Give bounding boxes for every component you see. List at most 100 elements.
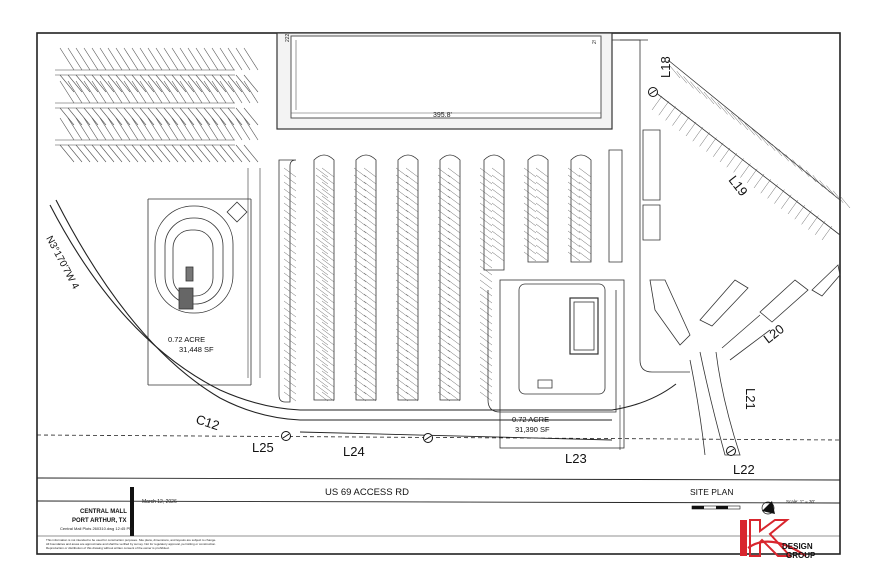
segment-label-l24: L24	[343, 444, 365, 459]
parking-stall-line	[99, 74, 115, 93]
parking-stall-line	[315, 300, 329, 311]
parking-stall-line	[395, 328, 409, 339]
parking-stall-line	[447, 363, 461, 374]
parking-stall-line	[395, 223, 409, 234]
parking-stall-line	[491, 251, 505, 262]
parking-stall-line	[59, 117, 75, 141]
parking-stall-line	[567, 174, 581, 185]
parking-stall-line	[437, 370, 451, 381]
parking-stall-line	[479, 230, 493, 241]
parking-stall-line	[283, 307, 297, 318]
parking-stall-line	[315, 258, 329, 269]
parking-stall-line	[697, 86, 708, 99]
parking-stall-line	[437, 223, 451, 234]
parking-stall-line	[578, 181, 592, 192]
parking-stall-line	[283, 258, 297, 269]
left-dimension-text: 222	[285, 33, 291, 42]
parking-stall-line	[578, 174, 592, 185]
parking-stall-line	[447, 223, 461, 234]
parking-stall-line	[733, 158, 744, 173]
parking-stall-line	[283, 272, 297, 283]
parking-stall-line	[235, 144, 251, 163]
parking-stall-line	[179, 144, 195, 163]
parking-stall-line	[243, 107, 259, 126]
parking-stall-line	[405, 349, 419, 360]
parking-stall-line	[395, 195, 409, 206]
parking-stall-line	[815, 220, 826, 235]
parking-stall-line	[315, 314, 329, 325]
parking-stall-line	[395, 188, 409, 199]
parking-stall-line	[437, 335, 451, 346]
parking-stall-line	[535, 244, 549, 255]
parking-stall-line	[283, 286, 297, 297]
parking-stall-line	[405, 272, 419, 283]
segment-label-l20: L20	[761, 321, 787, 346]
parking-stall-line	[83, 80, 99, 104]
parking-stall-line	[535, 167, 549, 178]
parking-stall-line	[171, 107, 187, 126]
parking-stall-line	[447, 300, 461, 311]
parking-stall-line	[321, 258, 335, 269]
parking-stall-line	[315, 279, 329, 290]
parking-stall-line	[395, 167, 409, 178]
parking-stall-line	[315, 237, 329, 248]
parking-stall-line	[283, 237, 297, 248]
parking-stall-line	[395, 321, 409, 332]
parking-stall-line	[578, 195, 592, 206]
parking-stall-line	[363, 244, 377, 255]
parking-stall-line	[479, 328, 493, 339]
logo-line-1: DESIGN	[782, 542, 813, 551]
parking-stall-line	[395, 181, 409, 192]
parking-stall-line	[437, 167, 451, 178]
parking-stall-line	[567, 202, 581, 213]
scale-bar	[691, 505, 741, 510]
parking-stall-line	[171, 47, 187, 71]
left-outparcel	[147, 168, 261, 386]
parking-stall-line	[353, 356, 367, 367]
parking-stall-line	[147, 74, 163, 93]
parking-stall-line	[283, 265, 297, 276]
parking-stall-line	[315, 328, 329, 339]
parking-stall-line	[321, 272, 335, 283]
parking-stall-line	[447, 265, 461, 276]
parking-stall-line	[187, 74, 203, 93]
parking-stall-line	[227, 74, 243, 93]
parking-stall-line	[405, 209, 419, 220]
parking-stall-line	[321, 174, 335, 185]
parking-stall-line	[805, 169, 817, 183]
parking-stall-line	[163, 80, 179, 104]
disclaimer-line-3: Reproduction or distribution of this dra…	[46, 546, 170, 550]
parking-stall-line	[685, 121, 697, 137]
parking-stall-line	[315, 307, 329, 318]
parking-stall-line	[59, 80, 75, 104]
parking-stall-line	[83, 107, 99, 126]
parking-stall-line	[395, 209, 409, 220]
parking-stall-line	[437, 265, 451, 276]
parking-stall-line	[115, 80, 131, 104]
parking-stall-line	[447, 202, 461, 213]
parking-stall-line	[760, 179, 771, 194]
parking-stall-line	[395, 363, 409, 374]
parking-stall-line	[353, 230, 367, 241]
parking-stall-line	[315, 377, 329, 388]
parking-stall-line	[155, 74, 171, 93]
parking-stall-line	[315, 391, 329, 402]
parking-stall-line	[405, 328, 419, 339]
parking-stall-line	[75, 107, 91, 126]
parking-stall-line	[315, 356, 329, 367]
parking-stall-line	[758, 133, 769, 146]
parking-stall-line	[203, 144, 219, 163]
parking-stall-line	[243, 80, 259, 104]
parking-stall-line	[437, 202, 451, 213]
parking-stall-line	[315, 188, 329, 199]
parking-stall-line	[405, 202, 419, 213]
parking-stall-line	[283, 167, 297, 178]
parking-stall-line	[405, 188, 419, 199]
left-parcel-sf: 31,448 SF	[179, 345, 214, 354]
parking-stall-line	[139, 144, 155, 163]
parking-stall-line	[123, 80, 139, 104]
parking-stall-line	[437, 328, 451, 339]
parking-stall-line	[321, 377, 335, 388]
parking-stall-line	[395, 202, 409, 213]
parking-stall-line	[437, 286, 451, 297]
